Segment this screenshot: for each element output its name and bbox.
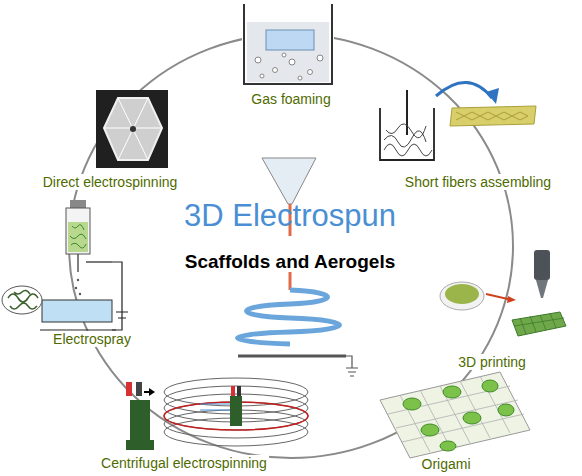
diagram-title: 3D Electrospun xyxy=(184,199,396,233)
method-label: Short fibers assembling xyxy=(403,174,553,190)
photo-icon xyxy=(96,90,168,168)
method-label: Centrifugal electrospinning xyxy=(99,455,269,471)
method-label: Gas foaming xyxy=(249,91,332,107)
centrifugal-icon xyxy=(126,378,308,450)
fiber-beaker-icon xyxy=(378,82,536,162)
method-label: 3D printing xyxy=(456,354,528,370)
beaker-icon xyxy=(242,2,334,86)
electrospray-icon xyxy=(2,200,128,330)
origami-icon xyxy=(380,372,530,458)
cycle-ring xyxy=(69,34,513,458)
subtitle: Scaffolds and Aerogels xyxy=(183,251,397,273)
method-label: Electrospray xyxy=(51,331,133,347)
method-label: Origami xyxy=(419,456,472,472)
method-label: Direct electrospinning xyxy=(41,174,180,190)
printing-icon xyxy=(440,250,566,336)
